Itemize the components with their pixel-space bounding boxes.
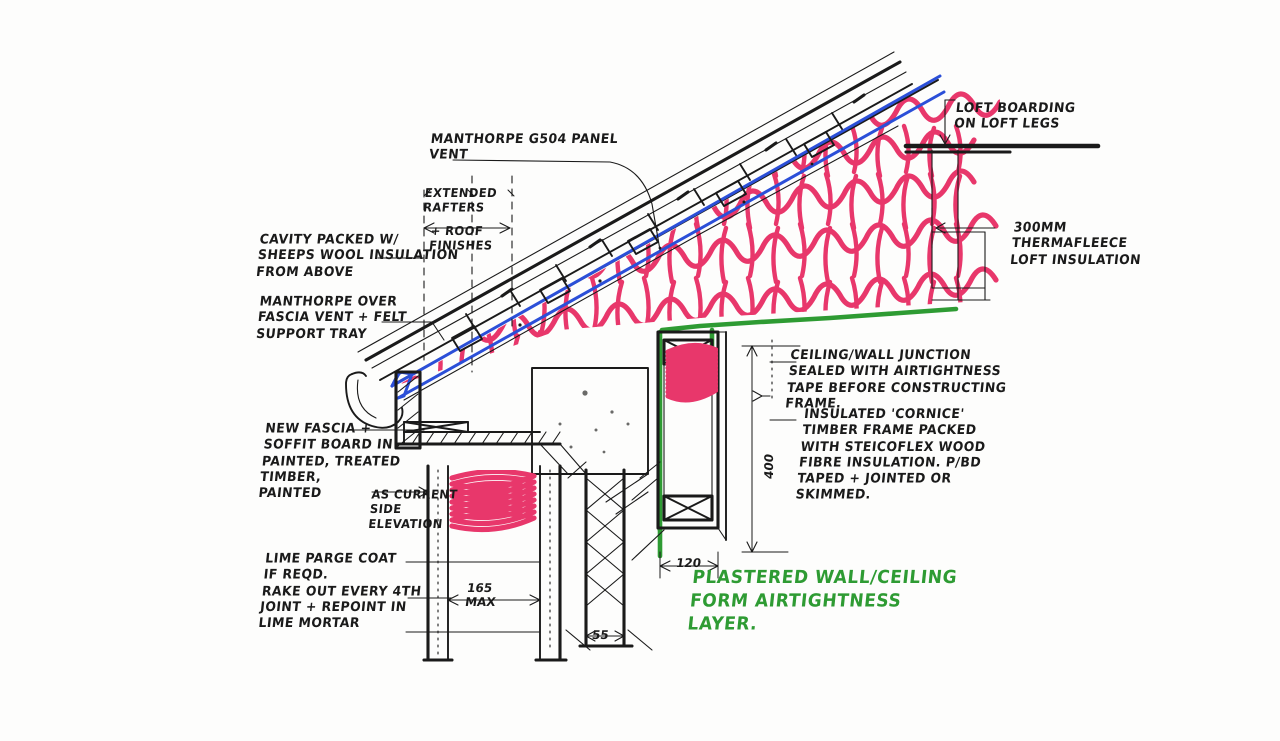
note-manthorpe-fascia-vent: MANTHORPE OVER FASCIA VENT + FELT SUPPOR… xyxy=(255,292,408,341)
dimension-cornice-height: 400 xyxy=(762,452,776,480)
note-insulated-cornice: INSULATED 'CORNICE' TIMBER FRAME PACKED … xyxy=(794,405,987,502)
note-lime-parge-coat: LIME PARGE COAT IF REQD. RAKE OUT EVERY … xyxy=(257,549,423,631)
note-ceiling-wall-junction: CEILING/WALL JUNCTION SEALED WITH AIRTIG… xyxy=(784,346,1008,411)
fascia-soffit-gutter xyxy=(345,370,422,450)
note-manthorpe-panel-vent: MANTHORPE G504 PANEL VENT xyxy=(428,130,619,163)
note-extended-rafters: EXTENDED RAFTERS xyxy=(422,185,498,215)
extended-rafters-bracket xyxy=(423,175,515,373)
note-plastered-airtightness: PLASTERED WALL/CEILING FORM AIRTIGHTNESS… xyxy=(686,567,959,636)
dimension-cornice-width: 120 xyxy=(675,556,703,570)
dimension-lines xyxy=(447,345,801,642)
dimension-cavity-width: 165 MAX xyxy=(464,581,497,609)
note-thermafleece-insulation: 300mm THERMAFLEECE LOFT INSULATION xyxy=(1009,218,1142,267)
wall-head-structure xyxy=(396,367,649,515)
loft-boarding-and-legs xyxy=(903,99,1101,301)
note-as-current-side-elevation: AS CURRENT SIDE ELEVATION xyxy=(367,486,459,532)
dimension-inner-leaf: 55 xyxy=(591,628,610,642)
left-leader-lines xyxy=(351,257,797,633)
roof-construction xyxy=(357,51,946,401)
cavity-wall xyxy=(422,461,665,662)
note-cavity-packed: CAVITY PACKED W/ SHEEPS WOOL INSULATION … xyxy=(255,230,460,279)
vent-leader-line xyxy=(452,159,661,251)
note-loft-boarding: LOFT BOARDING ON LOFT LEGS xyxy=(953,99,1077,132)
insulated-cornice-frame xyxy=(656,330,727,541)
